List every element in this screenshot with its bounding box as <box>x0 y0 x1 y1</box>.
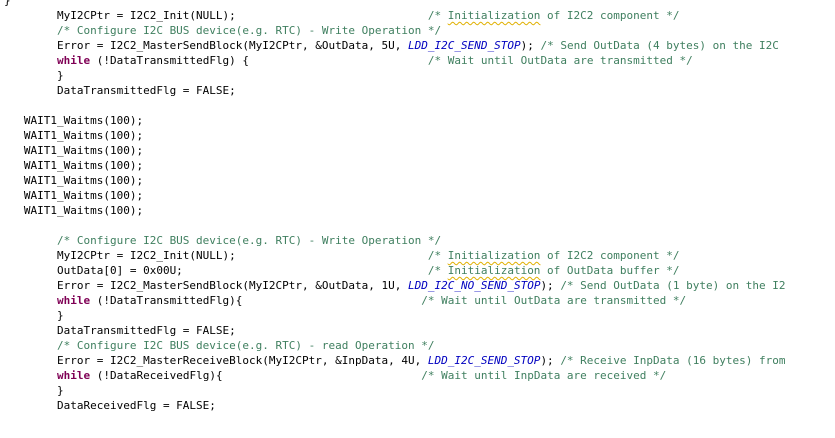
code-line[interactable]: OutData[0] = 0x00U; /* Initialization of… <box>4 263 680 278</box>
code-line[interactable]: DataTransmittedFlg = FALSE; <box>4 83 236 98</box>
code-line[interactable]: /* Configure I2C BUS device(e.g. RTC) - … <box>4 233 441 248</box>
code-token-plain: ); <box>540 279 561 292</box>
code-line[interactable]: } <box>4 308 64 323</box>
code-token-plain <box>4 294 57 307</box>
code-token-plain: Error = I2C2_MasterSendBlock(MyI2CPtr, &… <box>4 279 408 292</box>
code-token-plain: ); <box>520 39 541 52</box>
code-line[interactable]: Error = I2C2_MasterSendBlock(MyI2CPtr, &… <box>4 278 786 293</box>
code-token-keyword: while <box>56 294 91 307</box>
code-token-comment: /* Send OutData (4 bytes) on the I2C <box>540 39 779 52</box>
code-token-plain: ); <box>540 354 561 367</box>
code-token-plain: DataTransmittedFlg = FALSE; <box>4 324 236 337</box>
code-token-comment: /* <box>182 264 448 277</box>
code-token-plain: WAIT1_Waitms(100); <box>4 204 144 217</box>
code-line[interactable]: while (!DataReceivedFlg){ /* Wait until … <box>4 368 666 383</box>
code-line[interactable]: DataTransmittedFlg = FALSE; <box>4 323 236 338</box>
code-token-comment: /* Configure I2C BUS device(e.g. RTC) - … <box>4 24 442 37</box>
code-token-plain: (!DataTransmittedFlg) { <box>90 54 250 67</box>
code-token-plain: WAIT1_Waitms(100); <box>4 129 144 142</box>
code-line[interactable]: MyI2CPtr = I2C2_Init(NULL); /* Initializ… <box>4 8 680 23</box>
code-token-plain: MyI2CPtr = I2C2_Init(NULL); <box>4 249 236 262</box>
code-token-keyword: while <box>56 54 91 67</box>
code-token-plain <box>4 54 57 67</box>
code-line[interactable]: WAIT1_Waitms(100); <box>4 128 143 143</box>
code-token-plain: WAIT1_Waitms(100); <box>4 144 144 157</box>
code-token-macro: LDD_I2C_SEND_STOP <box>427 354 541 367</box>
code-line[interactable]: /* Configure I2C BUS device(e.g. RTC) - … <box>4 23 441 38</box>
code-token-plain: } <box>4 309 64 322</box>
code-token-comment: Initialization <box>447 9 541 22</box>
code-line[interactable]: WAIT1_Waitms(100); <box>4 113 143 128</box>
code-line[interactable]: WAIT1_Waitms(100); <box>4 203 143 218</box>
code-token-comment: /* <box>235 249 448 262</box>
code-token-plain: } <box>4 69 64 82</box>
code-line[interactable]: } <box>4 383 64 398</box>
code-token-comment: /* Receive InpData (16 bytes) from <box>560 354 786 367</box>
code-token-comment: /* Send OutData (1 byte) on the I2 <box>560 279 786 292</box>
code-line[interactable]: Error = I2C2_MasterReceiveBlock(MyI2CPtr… <box>4 353 786 368</box>
code-line[interactable]: /* Configure I2C BUS device(e.g. RTC) - … <box>4 338 435 353</box>
code-token-plain: Error = I2C2_MasterSendBlock(MyI2CPtr, &… <box>4 39 408 52</box>
code-token-comment: /* Wait until InpData are received */ <box>222 369 667 382</box>
code-line[interactable]: } <box>4 0 11 8</box>
code-token-macro: LDD_I2C_NO_SEND_STOP <box>407 279 541 292</box>
code-token-plain: } <box>4 0 11 7</box>
code-token-comment: Initialization <box>447 264 541 277</box>
code-token-comment: /* Configure I2C BUS device(e.g. RTC) - … <box>4 339 435 352</box>
code-token-plain: WAIT1_Waitms(100); <box>4 189 144 202</box>
code-token-keyword: while <box>56 369 91 382</box>
code-token-plain: WAIT1_Waitms(100); <box>4 114 144 127</box>
code-line[interactable]: WAIT1_Waitms(100); <box>4 173 143 188</box>
code-token-comment: of I2C2 component */ <box>540 249 680 262</box>
code-line[interactable]: while (!DataTransmittedFlg) { /* Wait un… <box>4 53 693 68</box>
code-token-comment: Initialization <box>447 249 541 262</box>
code-line[interactable]: DataReceivedFlg = FALSE; <box>4 398 216 413</box>
code-token-comment: of OutData buffer */ <box>540 264 680 277</box>
code-line[interactable]: WAIT1_Waitms(100); <box>4 188 143 203</box>
code-token-comment: /* Wait until OutData are transmitted */ <box>249 54 693 67</box>
code-token-comment: of I2C2 component */ <box>540 9 680 22</box>
code-token-comment: /* Wait until OutData are transmitted */ <box>242 294 687 307</box>
code-token-plain <box>4 369 57 382</box>
code-token-plain: DataTransmittedFlg = FALSE; <box>4 84 236 97</box>
code-token-macro: LDD_I2C_SEND_STOP <box>407 39 521 52</box>
code-token-plain: WAIT1_Waitms(100); <box>4 159 144 172</box>
code-token-plain: OutData[0] = 0x00U; <box>4 264 183 277</box>
code-token-plain: (!DataTransmittedFlg){ <box>90 294 243 307</box>
code-line[interactable]: Error = I2C2_MasterSendBlock(MyI2CPtr, &… <box>4 38 779 53</box>
code-token-plain: WAIT1_Waitms(100); <box>4 174 144 187</box>
code-token-plain: (!DataReceivedFlg){ <box>90 369 223 382</box>
code-line[interactable]: MyI2CPtr = I2C2_Init(NULL); /* Initializ… <box>4 248 680 263</box>
code-line[interactable]: while (!DataTransmittedFlg){ /* Wait unt… <box>4 293 686 308</box>
code-token-plain: Error = I2C2_MasterReceiveBlock(MyI2CPtr… <box>4 354 428 367</box>
code-line[interactable]: WAIT1_Waitms(100); <box>4 158 143 173</box>
code-line[interactable]: WAIT1_Waitms(100); <box>4 143 143 158</box>
code-line[interactable]: } <box>4 68 64 83</box>
code-token-plain: } <box>4 384 64 397</box>
code-token-plain: MyI2CPtr = I2C2_Init(NULL); <box>4 9 236 22</box>
code-token-plain: DataReceivedFlg = FALSE; <box>4 399 216 412</box>
code-token-comment: /* Configure I2C BUS device(e.g. RTC) - … <box>4 234 442 247</box>
code-token-comment: /* <box>235 9 448 22</box>
